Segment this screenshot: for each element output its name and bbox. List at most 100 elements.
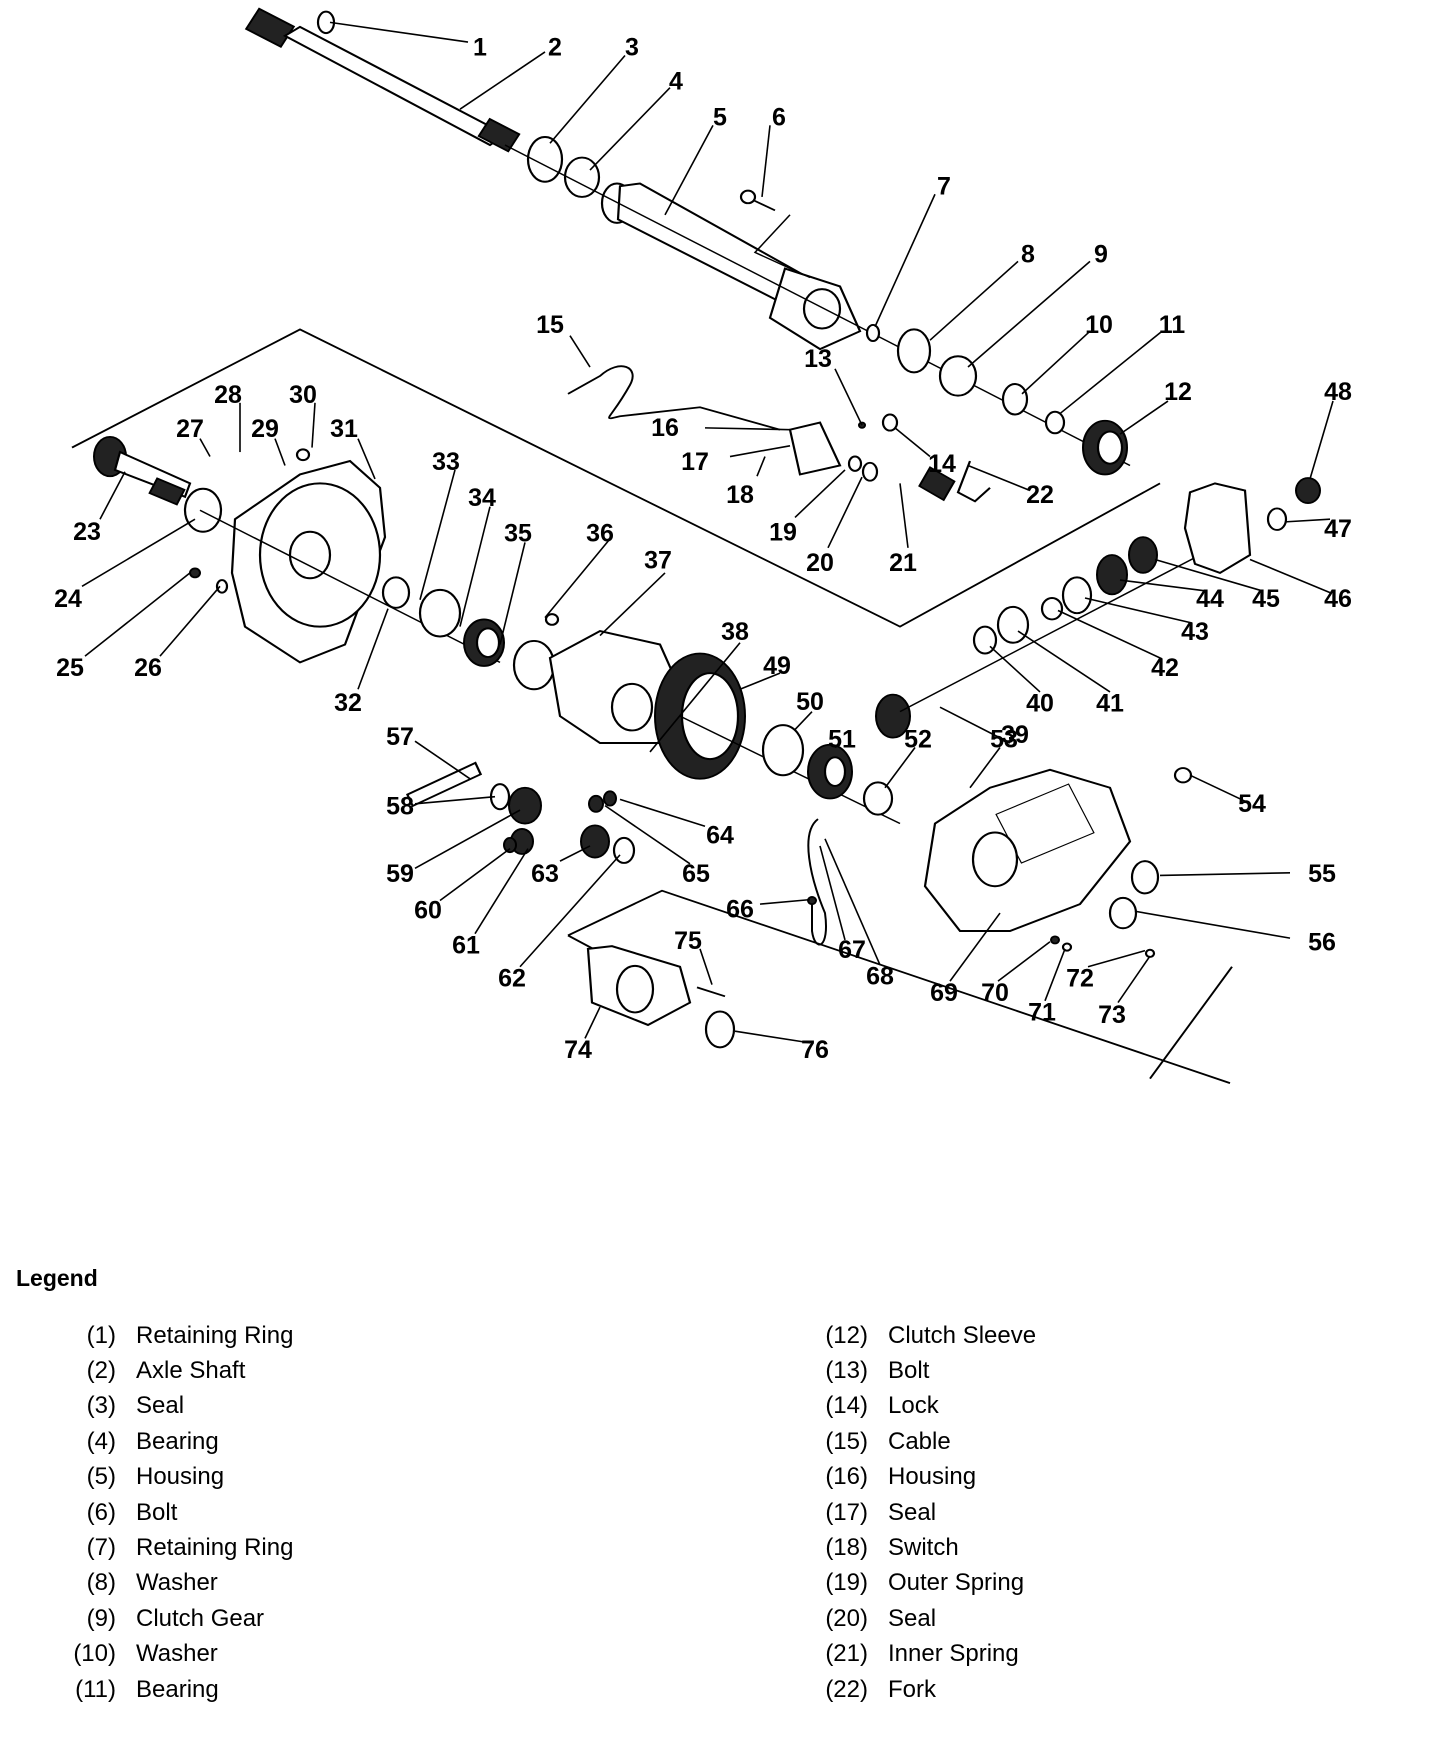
leader-line-55: [1159, 871, 1291, 877]
legend-item-name: Bearing: [136, 1427, 219, 1455]
leader-line-50: [794, 711, 813, 731]
leader-line-56: [1134, 910, 1291, 939]
callout-53: 53: [990, 726, 1018, 754]
callout-60: 60: [414, 896, 442, 924]
leader-line-18: [756, 456, 766, 477]
legend-item: (10)Washer: [60, 1637, 293, 1672]
callout-4: 4: [669, 68, 683, 96]
leader-line-2: [459, 51, 546, 110]
sensor-wire-part: [807, 818, 827, 946]
leader-line-23: [99, 471, 126, 520]
callout-62: 62: [498, 965, 526, 993]
leader-line-10: [1021, 330, 1091, 395]
lock-part: [881, 413, 899, 432]
legend-item-number: (6): [86, 1498, 116, 1526]
leader-line-12: [1119, 400, 1169, 435]
legend-item: (12) Clutch Sleeve: [818, 1318, 1036, 1353]
leader-line-58: [414, 795, 496, 805]
callout-64: 64: [706, 821, 734, 849]
legend-item-number: (22): [825, 1675, 868, 1703]
leader-line-72: [1087, 949, 1146, 968]
pinion-gear-part: [875, 693, 911, 739]
legend-item: (16)Housing: [818, 1460, 1036, 1495]
legend-item: (7) Retaining Ring: [60, 1530, 294, 1565]
axle-housing-part: [923, 768, 1132, 932]
leader-line-41: [1017, 630, 1111, 693]
callout-73: 73: [1098, 1001, 1126, 1029]
callout-38: 38: [721, 618, 749, 646]
callout-33: 33: [432, 448, 460, 476]
leader-line-40: [989, 645, 1041, 693]
legend-item-number: (7): [86, 1534, 116, 1562]
group-bracket-lower: [567, 889, 1231, 1084]
callout-7: 7: [937, 172, 951, 200]
legend-item-number: (3): [86, 1392, 116, 1420]
leader-line-15: [569, 335, 591, 368]
nut-part: [189, 567, 201, 579]
leader-line-73: [1117, 955, 1151, 1004]
callout-1: 1: [473, 34, 487, 62]
bolt-part: [739, 189, 811, 279]
group-bracket-lower-right: [1149, 966, 1233, 1080]
callout-55: 55: [1308, 860, 1336, 888]
legend-item-number: (8): [86, 1569, 116, 1597]
leader-line-65: [604, 804, 691, 865]
callout-45: 45: [1252, 585, 1280, 613]
callout-24: 24: [54, 585, 82, 613]
legend-item-name: Washer: [136, 1569, 218, 1597]
legend-item-number: (11): [75, 1675, 116, 1703]
legend-item-name: Retaining Ring: [136, 1534, 294, 1562]
legend-item-number: (10): [73, 1640, 116, 1668]
leader-line-37: [599, 572, 666, 637]
side-gear-part: [508, 786, 542, 825]
callout-74: 74: [564, 1036, 592, 1064]
leader-line-44: [1119, 579, 1206, 592]
callout-10: 10: [1085, 311, 1113, 339]
legend-item: (18)Switch: [818, 1530, 1036, 1565]
callout-30: 30: [289, 381, 317, 409]
callout-31: 31: [330, 415, 358, 443]
bearing-part-3: [381, 576, 411, 609]
callout-48: 48: [1324, 378, 1352, 406]
legend-item-number: (14): [825, 1392, 868, 1420]
legend-item-name: Outer Spring: [888, 1569, 1025, 1597]
legend-item-name: Clutch Gear: [136, 1604, 265, 1632]
legend-item-number: (17): [825, 1498, 868, 1526]
callout-51: 51: [828, 726, 856, 754]
legend-item: (17)Seal: [818, 1495, 1036, 1530]
bearing-part-6: [862, 781, 894, 816]
leader-line-6: [761, 125, 771, 198]
leader-line-19: [794, 469, 846, 518]
legend-item-number: (21): [825, 1640, 868, 1668]
legend-item-name: Cable: [888, 1427, 951, 1455]
callout-37: 37: [644, 546, 672, 574]
spacer-part: [1040, 596, 1064, 621]
legend-item-number: (5): [86, 1463, 116, 1491]
leader-line-16: [704, 427, 791, 431]
legend-item-number: (12): [825, 1321, 868, 1349]
leader-line-38: [649, 642, 741, 753]
legend-item: (3)Seal: [60, 1389, 293, 1424]
leader-line-21: [899, 483, 909, 548]
leader-line-26: [159, 585, 221, 657]
leader-line-11: [1059, 330, 1163, 415]
leader-line-20: [827, 476, 863, 549]
seal-part-3: [418, 588, 462, 638]
legend-item: (14)Lock: [818, 1389, 1036, 1424]
legend-column-right: (12)Clutch Sleeve (13)Bolt (14)Lock (15)…: [818, 1318, 1036, 1707]
leader-line-22: [967, 464, 1031, 492]
legend-item-name: Clutch Sleeve: [888, 1321, 1037, 1349]
washer-part-3: [215, 579, 229, 594]
leader-line-71: [1044, 948, 1066, 1002]
leader-line-17: [729, 445, 791, 458]
nut-part-2: [1295, 477, 1321, 504]
callout-27: 27: [176, 415, 204, 443]
bearing-cup-part-3: [996, 605, 1030, 644]
callout-26: 26: [134, 654, 162, 682]
legend-item: (1)Retaining Ring: [60, 1318, 294, 1353]
legend-item-name: Retaining Ring: [136, 1321, 294, 1349]
legend-column-left: (1)Retaining Ring (2)Axle Shaft (3)Seal …: [60, 1318, 293, 1707]
callout-34: 34: [468, 484, 496, 512]
callout-44: 44: [1196, 585, 1224, 613]
plug-part: [1130, 860, 1160, 895]
